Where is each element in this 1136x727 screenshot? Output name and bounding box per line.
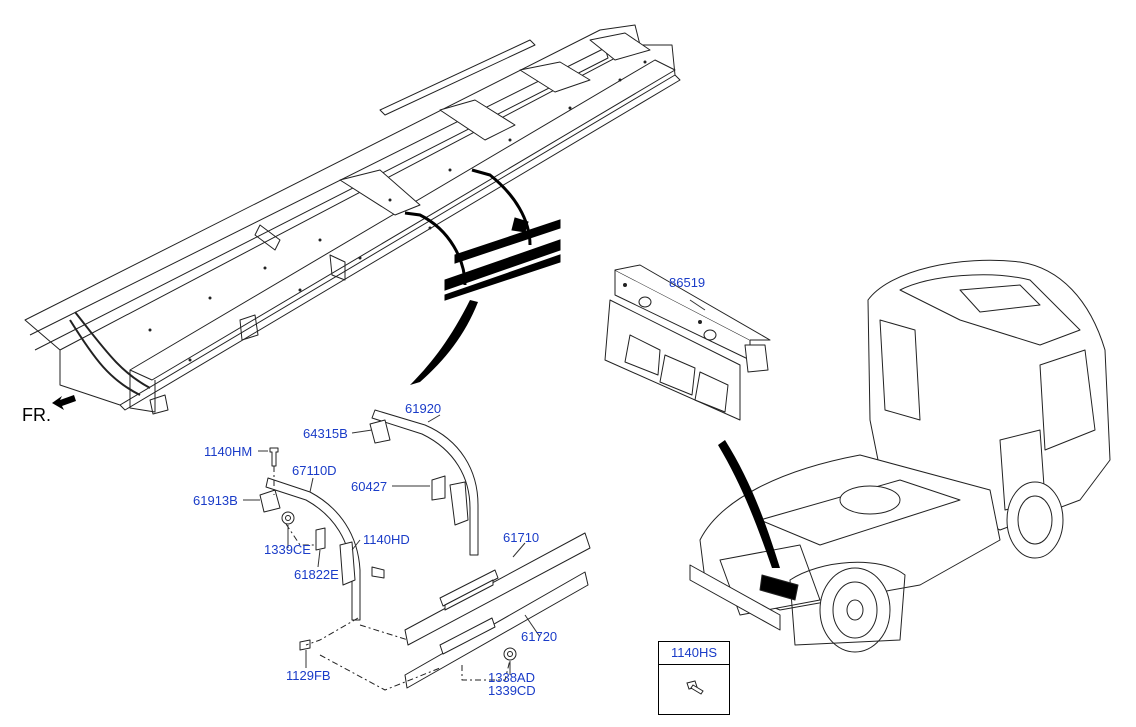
part-label-1140hm[interactable]: 1140HM — [204, 444, 253, 459]
part-label-1338ad[interactable]: 1338AD — [488, 670, 535, 685]
inset-box-1140hs: 1140HS — [658, 641, 730, 715]
part-label-1129fb[interactable]: 1129FB — [286, 668, 331, 683]
exploded-parts — [243, 299, 706, 691]
part-label-60427[interactable]: 60427 — [351, 479, 388, 494]
rear-panel-86519 — [604, 264, 771, 421]
part-label-1339ce[interactable]: 1339CE — [264, 542, 311, 557]
front-arrow-icon — [52, 395, 76, 410]
chassis-detail-leader — [410, 300, 478, 385]
bolt-icon — [686, 680, 704, 695]
chassis-bracket-highlight — [404, 168, 561, 301]
part-label-61822e[interactable]: 61822E — [294, 567, 339, 582]
part-label-61920[interactable]: 61920 — [405, 401, 442, 416]
panel-detail-leader — [718, 440, 780, 568]
part-label-61710[interactable]: 61710 — [503, 530, 540, 545]
part-label-86519[interactable]: 86519 — [669, 275, 706, 290]
part-label-64315b[interactable]: 64315B — [303, 426, 348, 441]
part-label-1140hd[interactable]: 1140HD — [363, 532, 410, 547]
part-label-1339cd[interactable]: 1339CD — [488, 683, 536, 698]
front-direction-label: FR. — [22, 405, 51, 425]
truck-cab — [689, 259, 1111, 653]
part-label-61913b[interactable]: 61913B — [193, 493, 238, 508]
chassis-frame — [24, 24, 681, 415]
part-label-1140hs[interactable]: 1140HS — [659, 642, 729, 665]
part-label-61720[interactable]: 61720 — [521, 629, 558, 644]
part-label-67110d[interactable]: 67110D — [292, 463, 337, 478]
